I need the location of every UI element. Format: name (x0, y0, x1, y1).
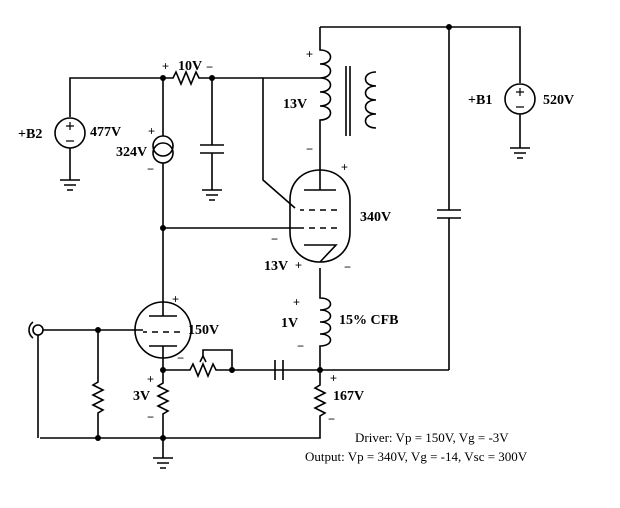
ground-b2 (60, 179, 80, 191)
decoupling-capacitor (200, 78, 224, 201)
svg-text:−: − (306, 142, 313, 156)
svg-text:−: − (297, 339, 304, 353)
cathode-resistor (156, 370, 170, 438)
cfb-winding (319, 268, 332, 370)
svg-text:+: + (341, 160, 348, 174)
svg-text:−: − (147, 162, 154, 176)
top-series-resistor (163, 69, 320, 87)
svg-text:−: − (177, 351, 184, 365)
svg-text:+: + (172, 292, 179, 306)
svg-text:−: − (344, 260, 351, 274)
current-source (152, 78, 174, 228)
label-cfb: 15% CFB (339, 313, 399, 328)
label-b1-source: +B1 (468, 93, 492, 108)
svg-text:+: + (293, 295, 300, 309)
label-driver-cathode-voltage: 3V (133, 389, 150, 404)
label-transformer-voltage: 13V (283, 97, 307, 112)
b1-rail (320, 24, 521, 370)
svg-text:−: − (271, 232, 278, 246)
svg-text:−: − (147, 410, 154, 424)
svg-text:−: − (242, 431, 249, 445)
svg-text:−: − (328, 412, 335, 426)
svg-text:+: + (330, 371, 337, 385)
load-resistor (40, 370, 327, 439)
label-ccs-voltage: 324V (116, 145, 147, 160)
label-load-resistor-voltage: 167V (333, 389, 364, 404)
grid-resistor (91, 330, 105, 438)
svg-text:+: + (147, 372, 154, 386)
svg-text:+: + (306, 47, 313, 61)
output-transformer (319, 27, 377, 170)
polarity-marks: + − + − + − + − − + + − + − + − + − − (147, 47, 351, 445)
label-driver-tube-voltage: 150V (188, 323, 219, 338)
label-output-cathode-voltage: 13V (264, 259, 288, 274)
label-output-tube-voltage: 340V (360, 210, 391, 225)
b1-supply (504, 83, 536, 159)
driver-tube (134, 228, 192, 359)
svg-text:+: + (148, 124, 155, 138)
svg-text:+: + (295, 258, 302, 272)
input-jack[interactable] (28, 321, 44, 339)
svg-text:−: − (206, 60, 213, 74)
note-output: Output: Vp = 340V, Vg = -14, Vsc = 300V (305, 449, 528, 464)
b2-supply (54, 77, 163, 191)
svg-text:+: + (162, 59, 169, 73)
label-b1-voltage: 520V (543, 93, 574, 108)
note-driver: Driver: Vp = 150V, Vg = -3V (355, 430, 509, 445)
ground-main (153, 438, 173, 469)
label-b2-source: +B2 (18, 127, 42, 142)
output-tube (289, 169, 351, 263)
label-b2-voltage: 477V (90, 125, 121, 140)
label-cfb-voltage: 1V (281, 316, 298, 331)
coupling-capacitor (274, 360, 284, 380)
driver-feedback-pot (160, 346, 235, 379)
label-top-resistor-voltage: 10V (178, 59, 202, 74)
